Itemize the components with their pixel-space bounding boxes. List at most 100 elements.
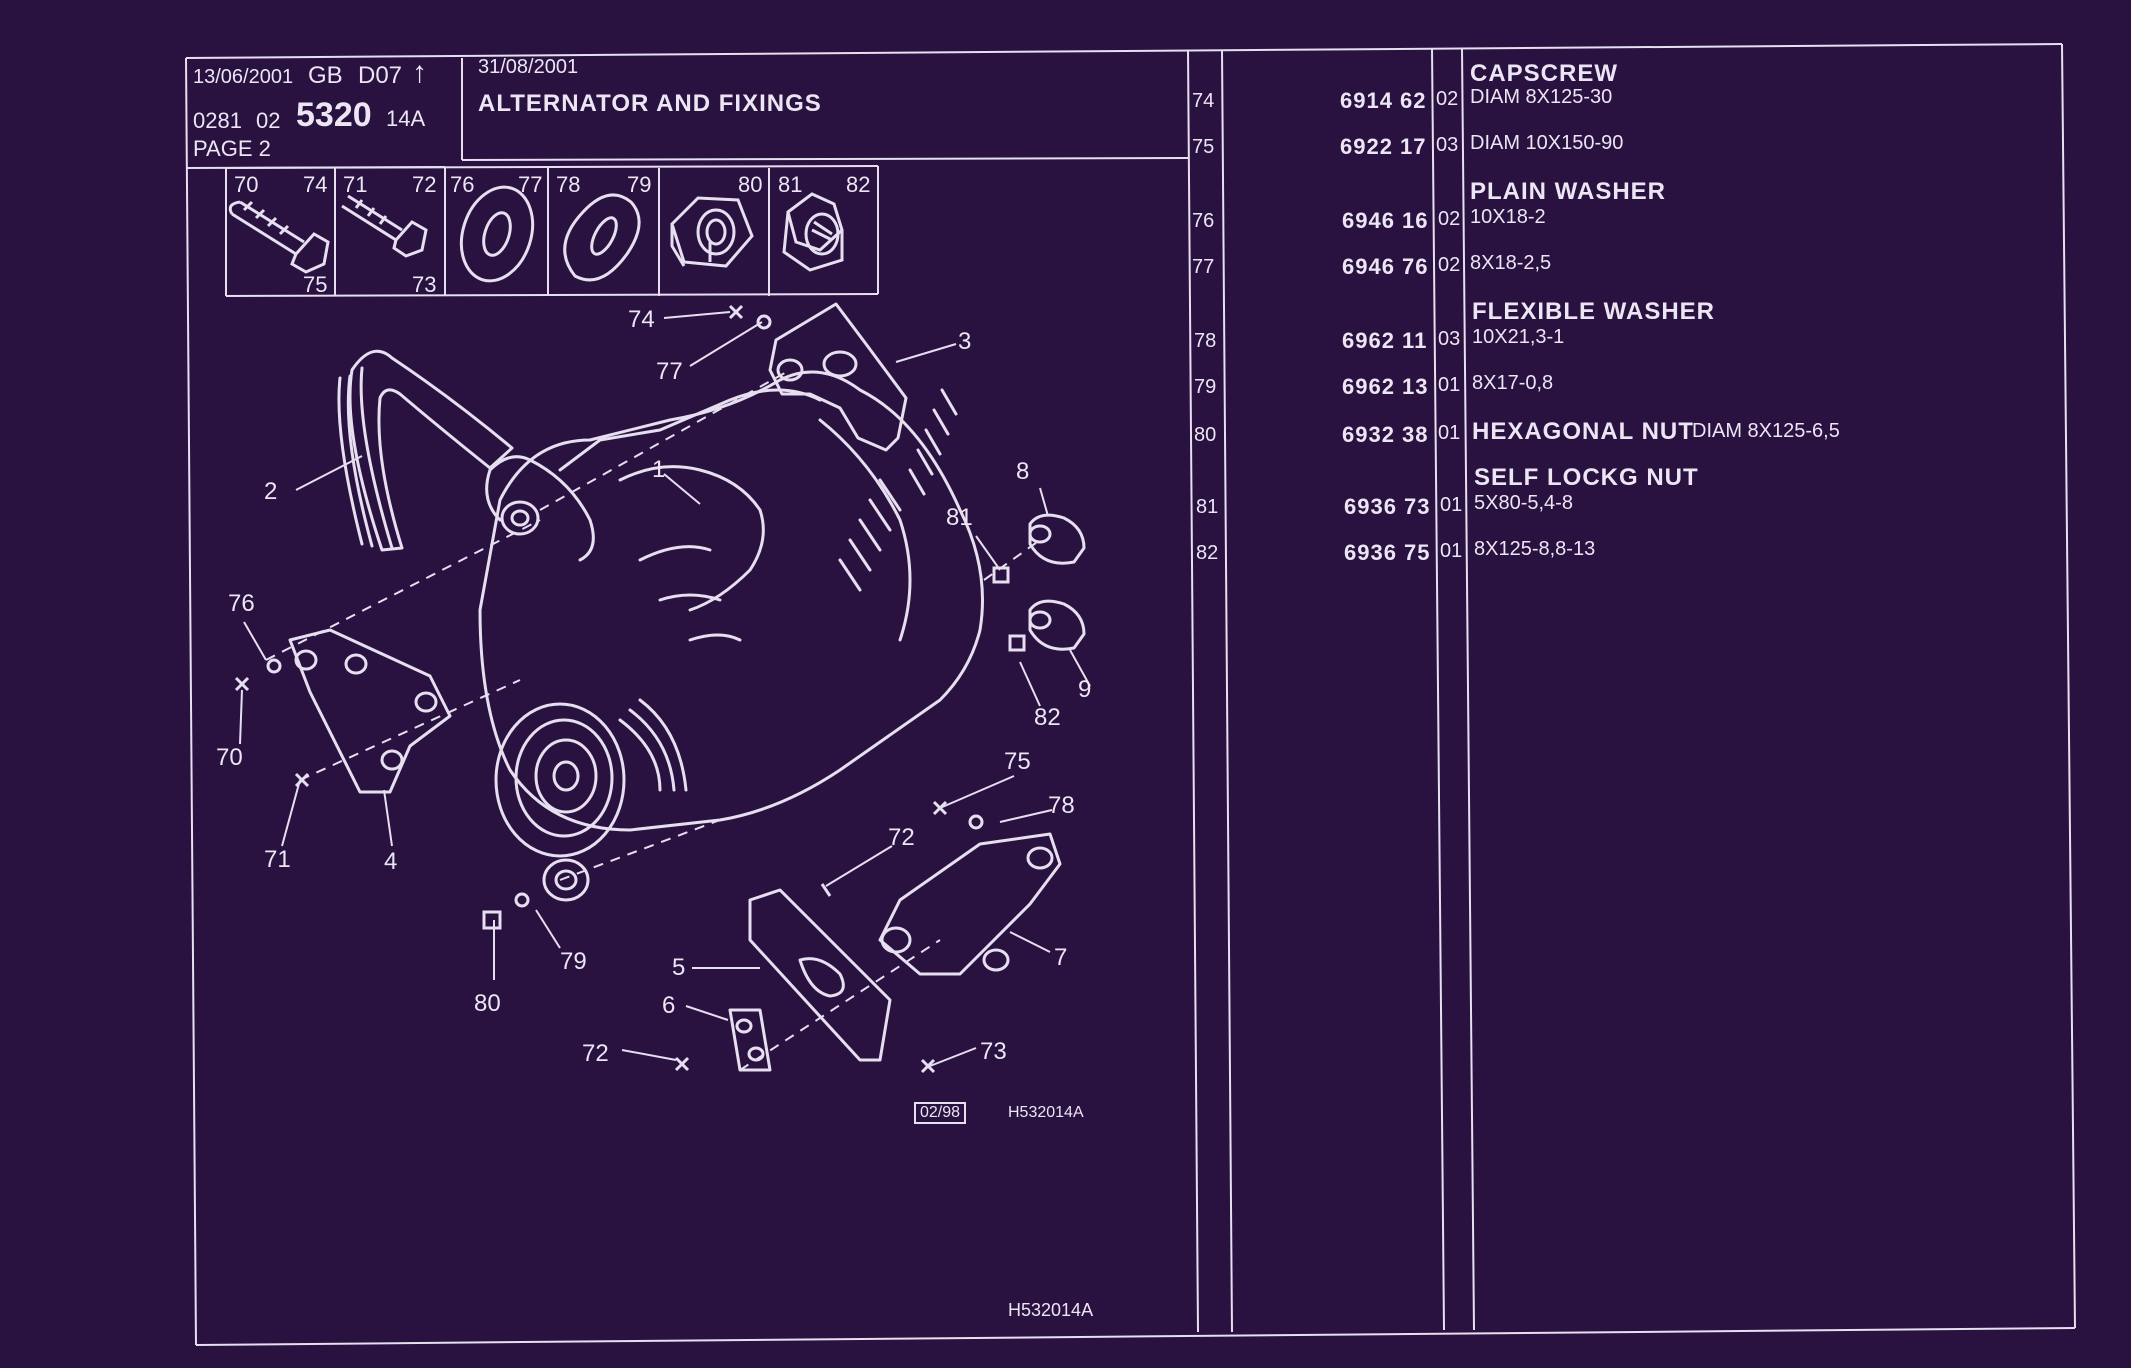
- callout-82: 82: [1034, 704, 1061, 731]
- assembly-line: [265, 519, 541, 661]
- callout-79: 79: [560, 948, 587, 975]
- callout-72-upper: 72: [888, 824, 915, 851]
- quantity: 02: [1438, 208, 1461, 230]
- page-label: PAGE 2: [193, 136, 271, 161]
- group-number: 5320: [296, 96, 372, 134]
- leader-line: [825, 845, 893, 887]
- leader-line: [975, 535, 1001, 571]
- group-heading-hexagonal-nut: HEXAGONAL NUT: [1472, 418, 1694, 445]
- part-number: 6962 11: [1342, 328, 1428, 353]
- bolt-end-marker: [294, 772, 310, 788]
- callout-70: 70: [216, 744, 243, 771]
- callout-80: 80: [474, 990, 501, 1017]
- callout-71: 71: [264, 846, 291, 873]
- alternator-mounting-ear-part: [485, 455, 595, 562]
- part-description: 8X17-0,8: [1472, 372, 1554, 394]
- group-heading-capscrew: CAPSCREW: [1470, 60, 1619, 87]
- revision-box: 02/98: [914, 1102, 967, 1124]
- nut-marker: [482, 910, 502, 930]
- group-heading-self-locking-nut: SELF LOCKG NUT: [1474, 464, 1699, 491]
- ref-number: 74: [1192, 90, 1215, 112]
- callout-75: 75: [1004, 748, 1031, 775]
- thumb-2-label-b: 72: [412, 172, 437, 197]
- washer-marker: [968, 814, 984, 830]
- header-date-1: 13/06/2001: [193, 66, 294, 88]
- bolt-end-marker: [234, 676, 250, 692]
- thumb-2-label-a: 71: [343, 172, 368, 197]
- pulley-part: [494, 698, 688, 858]
- up-arrow-icon: ↑: [412, 56, 427, 89]
- catalog-number-b: 02: [256, 108, 281, 133]
- washer-marker: [266, 658, 282, 674]
- leader-line: [939, 775, 1015, 809]
- quantity: 01: [1440, 494, 1463, 516]
- quantity: 02: [1438, 254, 1461, 276]
- quantity: 01: [1440, 540, 1463, 562]
- bolt-end-marker: [920, 1058, 936, 1074]
- nut-marker: [992, 566, 1010, 584]
- leader-line: [281, 779, 301, 847]
- leader-line: [929, 1047, 977, 1067]
- callout-6: 6: [662, 992, 676, 1019]
- quantity: 02: [1436, 88, 1459, 110]
- part-number: 6936 73: [1344, 494, 1431, 519]
- leader-line: [1019, 661, 1041, 707]
- bolt-end-marker: [932, 800, 948, 816]
- leader-line: [383, 789, 393, 847]
- lower-bracket-part: [878, 832, 1062, 976]
- callout-3: 3: [958, 328, 972, 355]
- leader-line: [535, 909, 561, 949]
- ref-number: 80: [1194, 424, 1217, 446]
- part-number: 6946 76: [1342, 254, 1429, 279]
- quantity: 03: [1438, 328, 1461, 350]
- part-description: 5X80-5,4-8: [1474, 492, 1573, 514]
- leader-line: [663, 473, 701, 505]
- drive-belt-part: [337, 349, 514, 552]
- leader-line: [1039, 487, 1049, 517]
- part-number: 6936 75: [1344, 540, 1431, 565]
- ref-number: 81: [1196, 496, 1219, 518]
- leader-line: [243, 621, 267, 661]
- leader-line: [1009, 931, 1051, 953]
- part-description: 10X18-2: [1470, 206, 1546, 228]
- assembly-line: [739, 939, 941, 1071]
- quantity: 03: [1436, 134, 1459, 156]
- part-description: 8X125-8,8-13: [1474, 538, 1596, 560]
- thumb-1-label-a: 70: [234, 172, 259, 197]
- leader-line: [239, 689, 243, 745]
- header-date-2: 31/08/2001: [478, 56, 579, 78]
- group-heading-plain-washer: PLAIN WASHER: [1470, 178, 1667, 205]
- thumb-4-label-b: 79: [627, 172, 652, 197]
- part-number: 6932 38: [1342, 422, 1429, 447]
- lower-mounting-ear-part: [542, 858, 590, 902]
- assembly-line: [539, 369, 791, 511]
- callout-1: 1: [652, 456, 666, 483]
- bolt-end-marker: [728, 304, 744, 320]
- thumb-5-label-a: 80: [738, 172, 763, 197]
- leader-line: [895, 343, 957, 363]
- left-bracket-plate-part: [288, 628, 452, 794]
- group-heading-flexible-washer: FLEXIBLE WASHER: [1472, 298, 1716, 325]
- callout-76: 76: [228, 590, 255, 617]
- part-description: 8X18-2,5: [1470, 252, 1552, 274]
- bolt-end-marker: [674, 1056, 690, 1072]
- thumb-1-label-c: 75: [303, 272, 328, 297]
- leader-line: [621, 1049, 677, 1061]
- leader-line: [685, 1005, 729, 1021]
- callout-4: 4: [384, 848, 398, 875]
- rubber-bush-part: [1028, 513, 1086, 651]
- callout-73: 73: [980, 1038, 1007, 1065]
- assembly-line: [299, 679, 521, 781]
- header-language: GB: [308, 62, 343, 89]
- washer-marker: [514, 892, 530, 908]
- bolt-end-marker: [820, 883, 832, 897]
- assembly-line: [983, 539, 1041, 581]
- callout-74: 74: [628, 306, 655, 333]
- thumb-6-label-b: 82: [846, 172, 871, 197]
- washer-marker: [756, 314, 772, 330]
- leader-line: [295, 455, 363, 491]
- thumb-2-label-c: 73: [412, 272, 437, 297]
